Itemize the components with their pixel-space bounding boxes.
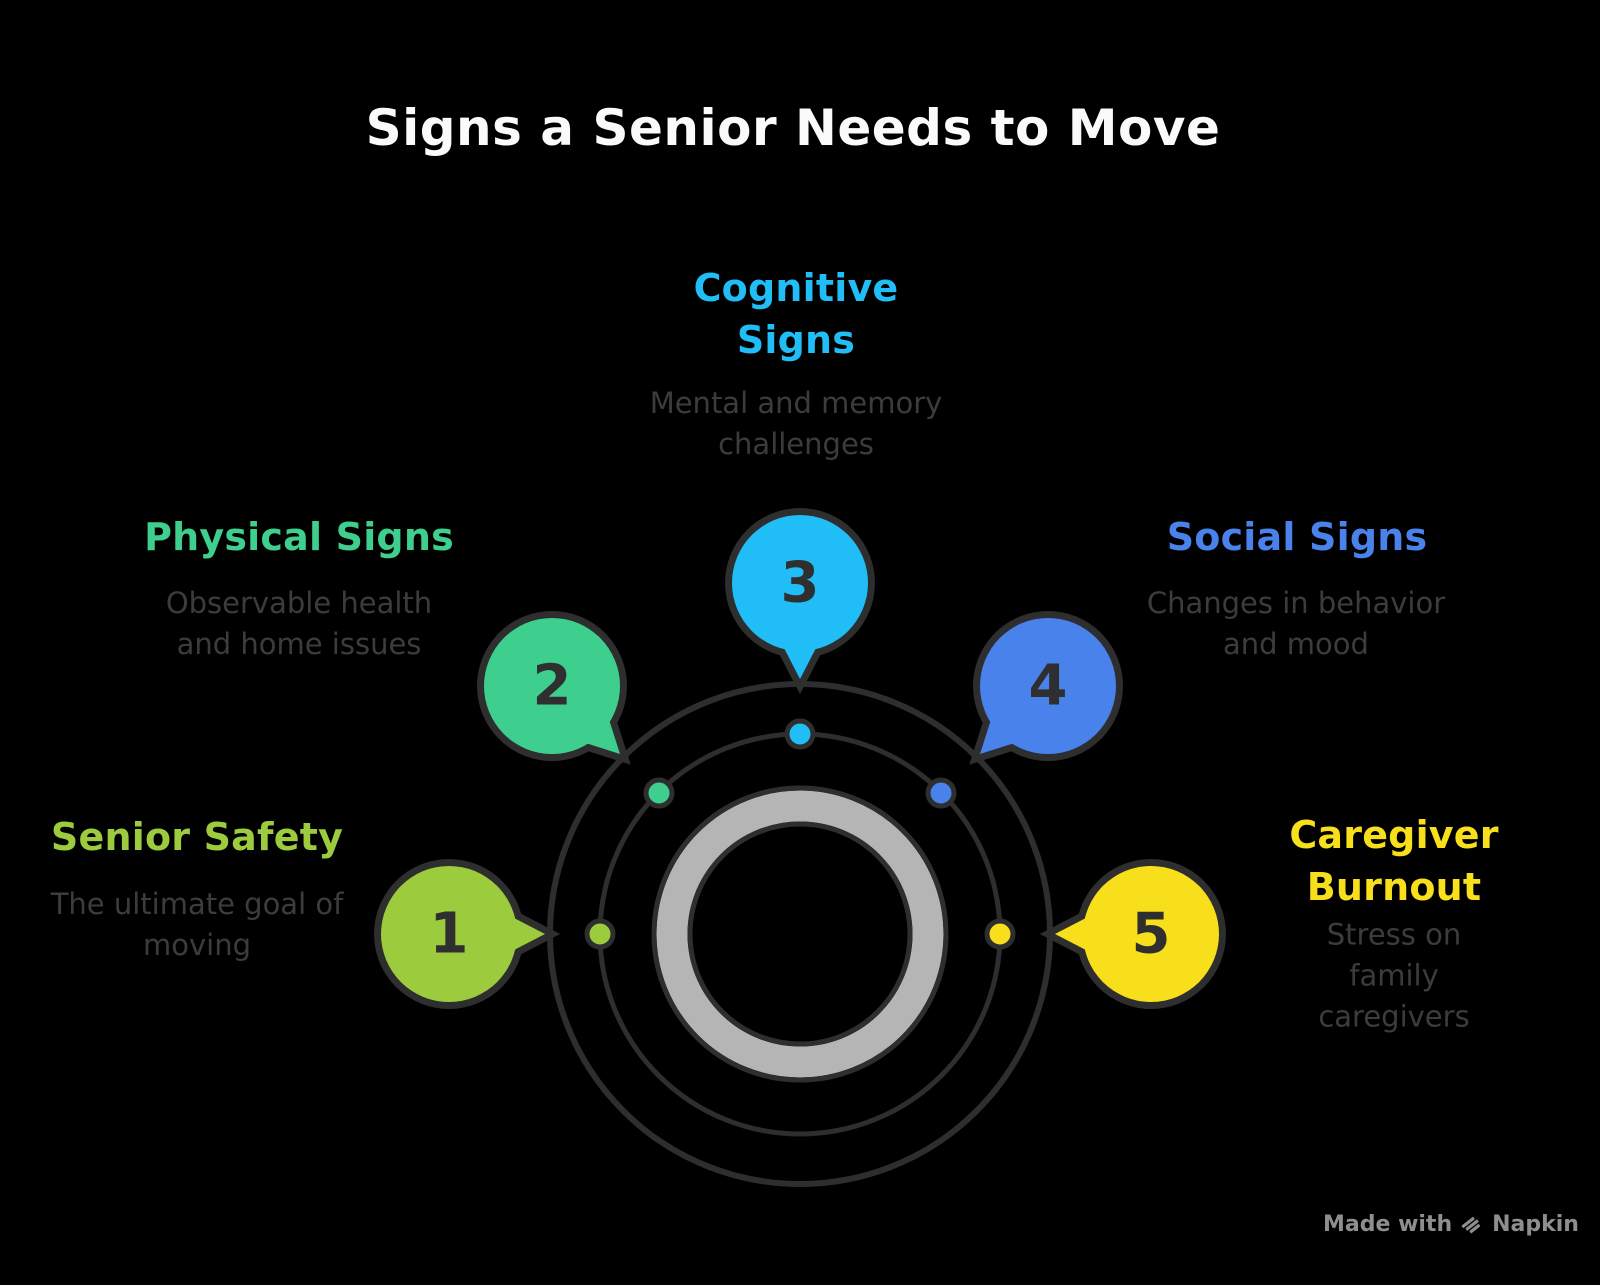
section-desc-physical-signs: Observable health and home issues <box>165 586 433 661</box>
bubble-number-1: 1 <box>429 901 469 967</box>
bubble-number-4: 4 <box>1028 653 1068 719</box>
center-ring-outer-edge <box>651 785 949 1083</box>
section-desc-caregiver-burnout: Stress on family caregivers <box>1318 917 1470 1034</box>
section-desc-cognitive-signs: Mental and memory challenges <box>649 386 943 461</box>
napkin-logo-icon <box>1461 1216 1481 1233</box>
center-ring-gray <box>656 790 944 1078</box>
bubble-number-5: 5 <box>1131 901 1171 967</box>
center-ring-inner-edge <box>687 821 913 1047</box>
watermark-prefix: Made with <box>1323 1212 1453 1237</box>
section-desc-senior-safety: The ultimate goal of moving <box>50 887 344 962</box>
marker-dot-2 <box>643 777 675 809</box>
section-desc-social-signs: Changes in behavior and mood <box>1146 586 1446 661</box>
watermark-brand: Napkin <box>1492 1212 1579 1237</box>
marker-dot-1 <box>584 918 616 950</box>
page-title: Signs a Senior Needs to Move <box>365 99 1221 157</box>
bubble-4 <box>969 611 1123 765</box>
bubble-5 <box>1039 859 1226 1009</box>
watermark: Made with Napkin <box>1323 1212 1579 1237</box>
bubble-2 <box>477 611 631 765</box>
marker-dot-5 <box>984 918 1016 950</box>
section-label-physical-signs: Physical Signs <box>144 515 454 559</box>
section-label-caregiver-burnout: Caregiver Burnout <box>1289 813 1499 909</box>
bubble-3 <box>725 508 875 695</box>
bubble-number-2: 2 <box>532 653 572 719</box>
bubble-1 <box>374 859 561 1009</box>
marker-dot-4 <box>925 777 957 809</box>
section-label-social-signs: Social Signs <box>1166 515 1428 559</box>
marker-dot-3 <box>784 718 816 750</box>
section-label-cognitive-signs: Cognitive Signs <box>693 266 899 362</box>
bubble-number-3: 3 <box>780 550 820 616</box>
section-label-senior-safety: Senior Safety <box>50 815 344 859</box>
